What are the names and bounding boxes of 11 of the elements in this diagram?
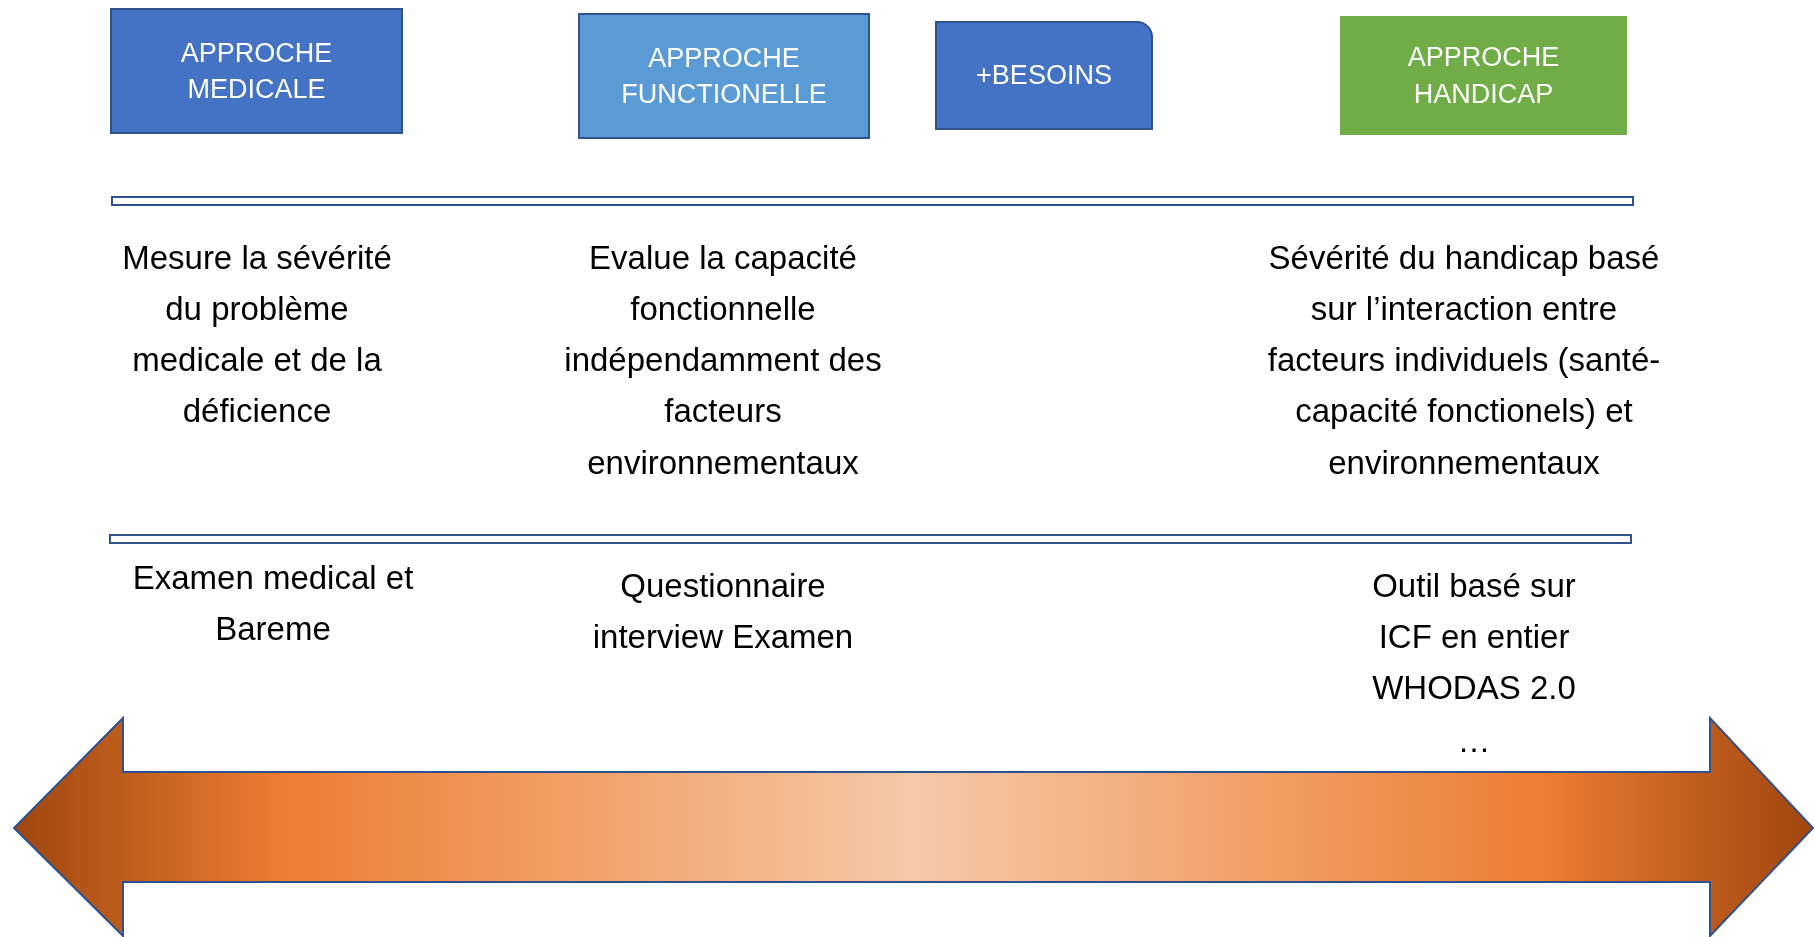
tools-text: Questionnaire interview Examen (591, 566, 855, 658)
approach-box: APPROCHE FUNCTIONELLE (578, 13, 870, 139)
tools-text: Examen medical et Bareme (131, 558, 415, 650)
description-text: Evalue la capacité fonctionnelle indépendamment des facteurs environnementaux (563, 238, 883, 483)
ellipsis-text: … (1456, 721, 1492, 761)
tools-text: Outil basé sur ICF en entier WHODAS 2.0 (1371, 566, 1577, 709)
approach-box: +BESOINS (935, 21, 1153, 130)
description-text: Mesure la sévérité du problème medicale et de la déficience (122, 238, 392, 432)
approach-box: APPROCHE MEDICALE (110, 8, 403, 134)
description-text: Sévérité du handicap basé sur l’interaction entre facteurs individuels (santé-capacité fonctionels) et environnementaux (1266, 238, 1662, 483)
approach-box: APPROCHE HANDICAP (1340, 16, 1627, 135)
